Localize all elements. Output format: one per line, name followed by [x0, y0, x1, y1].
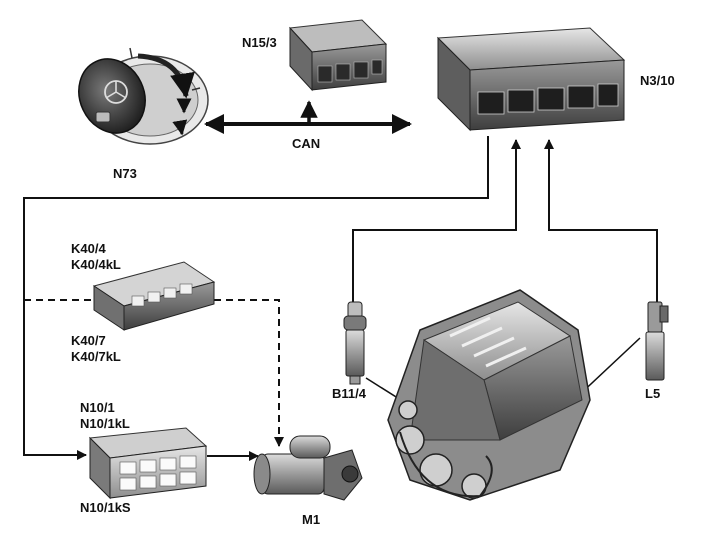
n15-3-module: [288, 19, 388, 92]
b11-4-signal-line: [352, 139, 521, 303]
n15-3-connectors: [317, 59, 383, 83]
label-b11-4: B11/4: [332, 386, 367, 401]
rotation-arrow: [137, 53, 195, 99]
n73-ignition-switch: [78, 47, 209, 145]
label-n10-1kl: N10/1kL: [80, 416, 130, 431]
label-n3-10: N3/10: [640, 73, 675, 88]
n3-10-connectors: [477, 83, 619, 115]
key-fob: [78, 58, 146, 134]
m1-starter-motor: [253, 435, 363, 501]
engine-block: [387, 289, 591, 501]
key-positions-icon: [172, 98, 192, 136]
k40-fuses: [131, 283, 193, 307]
label-k40-7: K40/7: [71, 333, 106, 348]
engine-belt-pulleys: [395, 400, 487, 499]
label-n10-1: N10/1: [80, 400, 115, 415]
label-k40-7kl: K40/7kL: [71, 349, 121, 364]
label-l5: L5: [645, 386, 660, 401]
n3-10-ecu: [436, 27, 626, 132]
n10-1-sam-module: [88, 427, 208, 500]
label-n10-1ks: N10/1kS: [80, 500, 131, 515]
label-can: CAN: [292, 136, 320, 151]
l5-signal-line: [544, 139, 658, 303]
n3-10-output-line: [23, 136, 489, 460]
engine-intake-runners: [449, 316, 527, 368]
k40-module: [92, 261, 216, 331]
label-k40-4kl: K40/4kL: [71, 257, 121, 272]
labels: N73 N15/3 CAN N3/10 K40/4 K40/4kL K40/7 …: [71, 35, 675, 527]
connections: [23, 100, 658, 461]
b11-4-sensor: [343, 301, 367, 385]
l5-sensor: [645, 301, 669, 381]
label-k40-4: K40/4: [71, 241, 106, 256]
n10-1-relays: [119, 455, 197, 491]
label-n15-3: N15/3: [242, 35, 277, 50]
k40-to-m1-dashed-line: [214, 299, 284, 447]
label-n73: N73: [113, 166, 137, 181]
label-m1: M1: [302, 512, 320, 527]
